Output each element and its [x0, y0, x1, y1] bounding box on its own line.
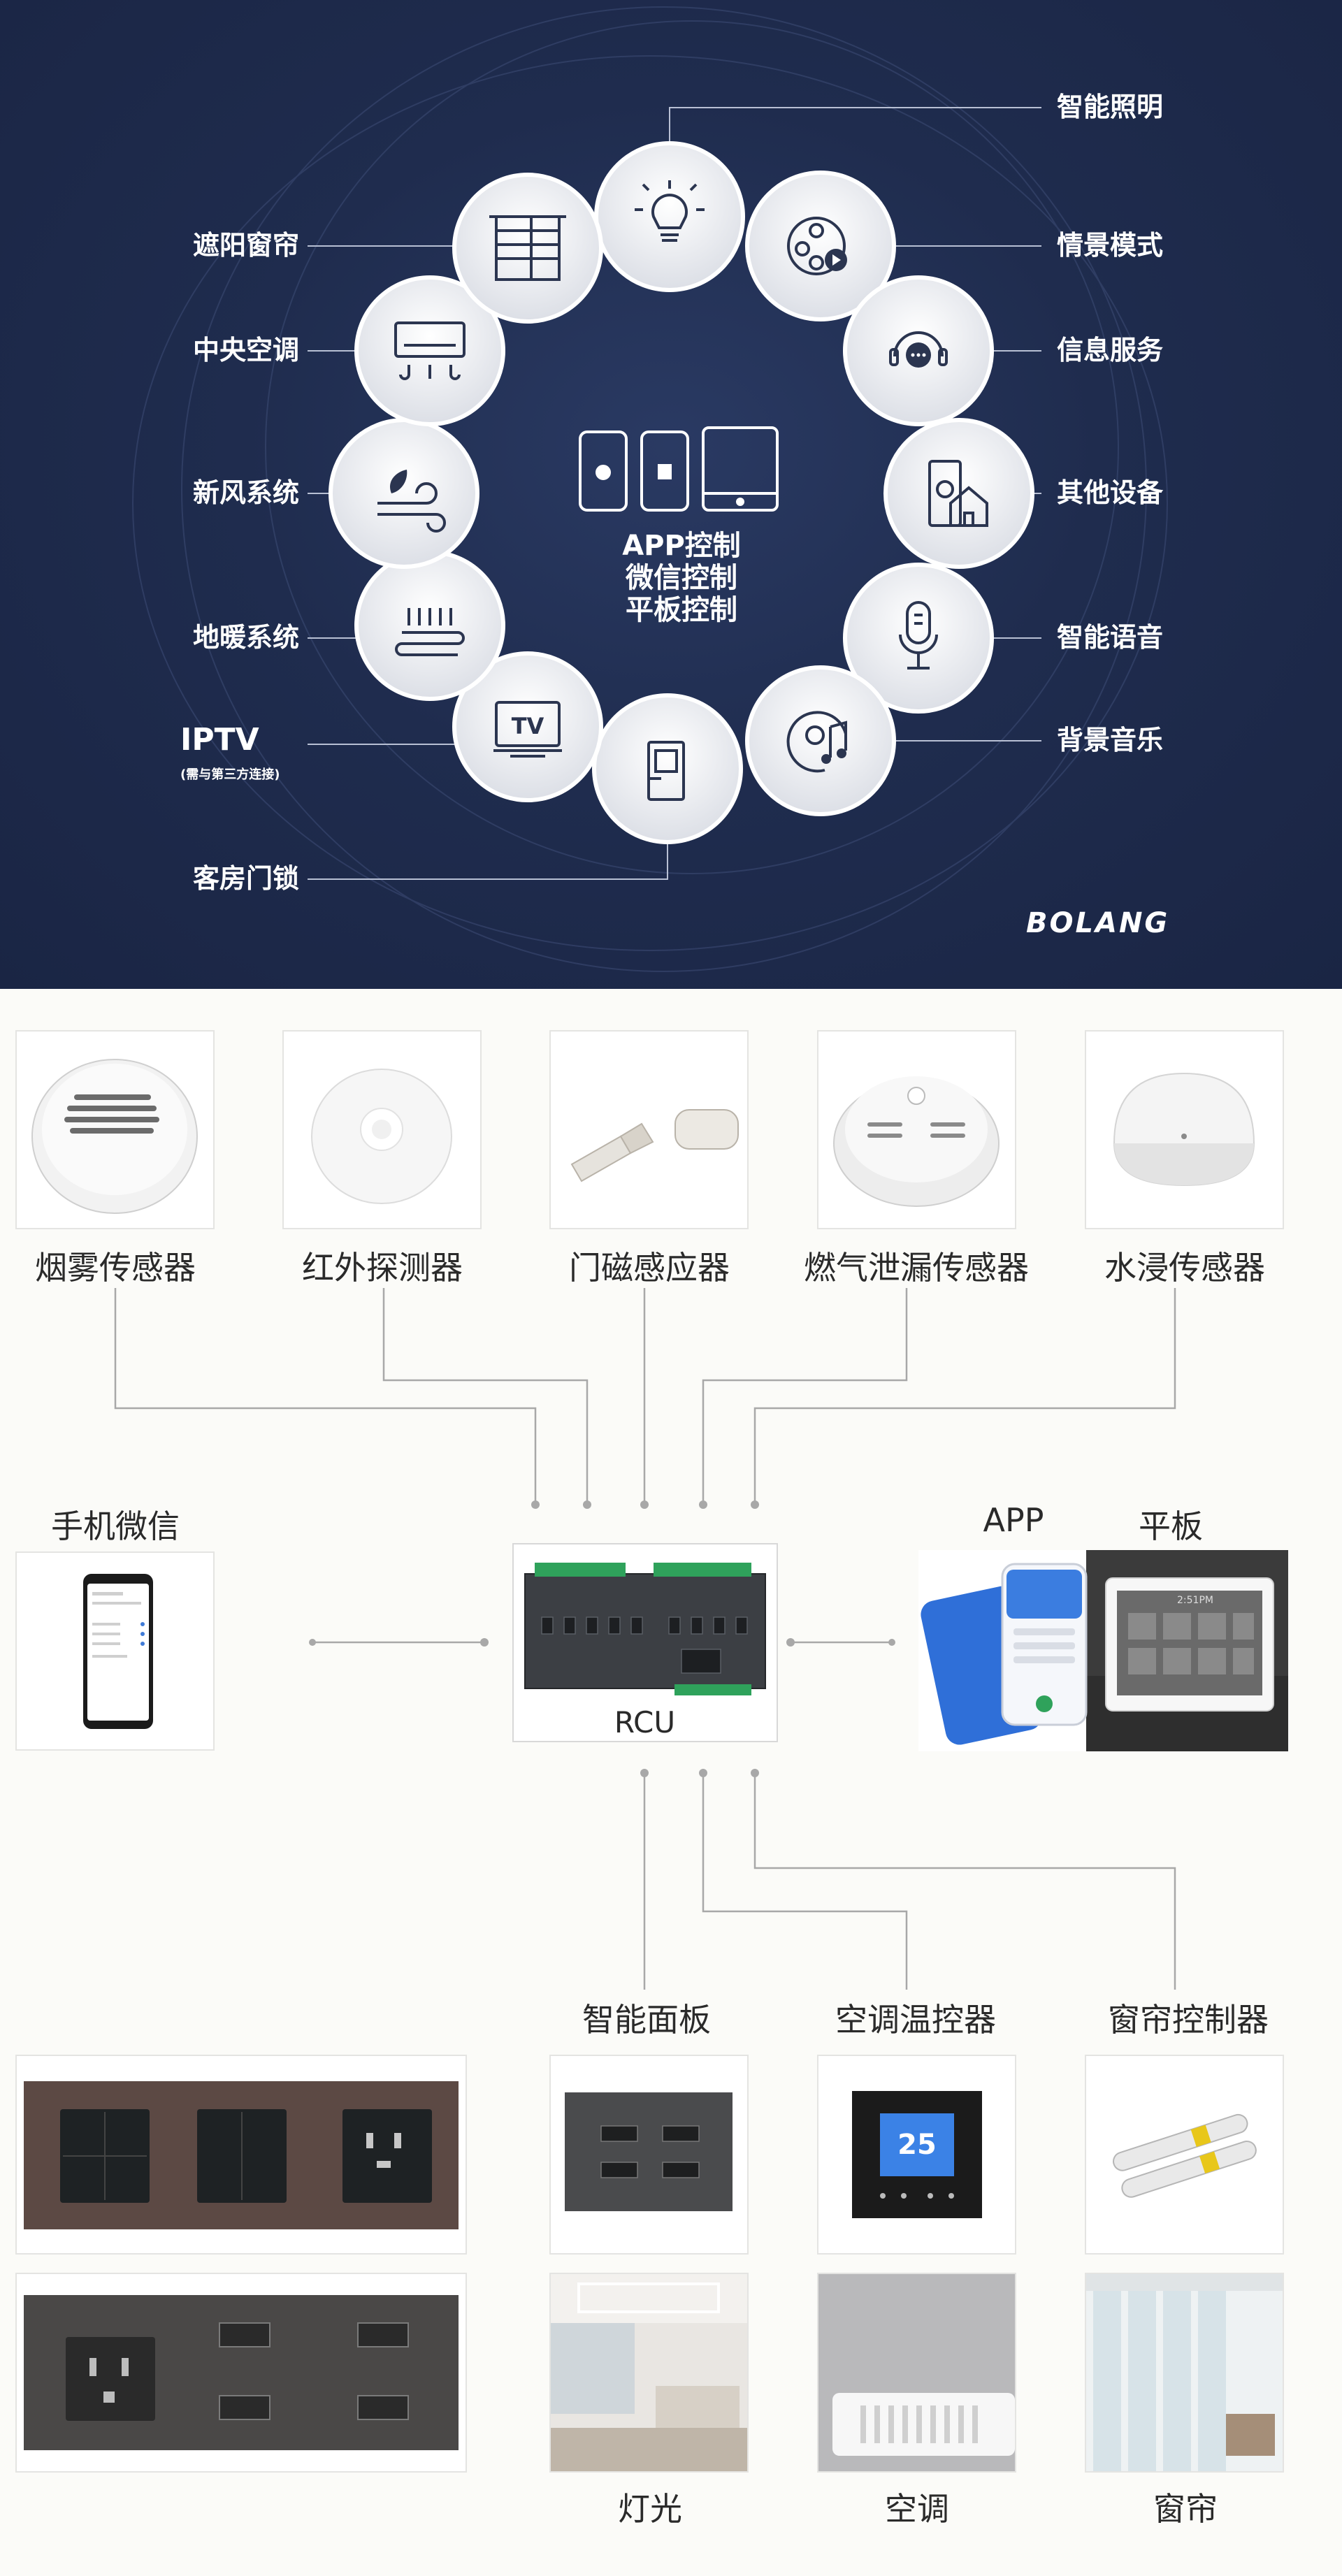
label-curtain: 遮阳窗帘 — [192, 230, 299, 261]
smoke-sensor-image — [15, 1030, 215, 1229]
thermostat-image: 25 — [817, 2055, 1016, 2255]
tablet-screen-time: 2:51PM — [1177, 1595, 1213, 1606]
lighting-room-image — [549, 2273, 749, 2473]
central-ac-icon[interactable] — [354, 275, 505, 426]
label-rcu: RCU — [614, 1705, 676, 1739]
curtain-controller-image — [1085, 2055, 1284, 2255]
label-iptv: IPTV — [180, 722, 259, 758]
switch-panel-image-2 — [15, 2273, 467, 2473]
info-service-icon[interactable] — [843, 275, 994, 426]
label-smart-lighting: 智能照明 — [1057, 92, 1164, 122]
fresh-air-icon[interactable] — [329, 418, 479, 569]
door-lock-icon[interactable] — [592, 693, 743, 844]
label-scene-mode: 情景模式 — [1057, 230, 1164, 261]
phone-image — [15, 1551, 215, 1751]
label-smoke-sensor: 烟雾传感器 — [35, 1249, 196, 1287]
infrared-detector-image — [282, 1030, 482, 1229]
hero-icons: TV — [329, 141, 1034, 844]
tablet-panel-icon: 2:51PM — [1105, 1577, 1274, 1712]
center-line-wechat: 微信控制 — [626, 562, 737, 594]
smart-panel-image — [549, 2055, 749, 2255]
center-line-app: APP控制 — [622, 530, 741, 562]
lighting-icon[interactable] — [594, 141, 745, 292]
curtain-icon[interactable] — [452, 173, 603, 324]
air-conditioner-image — [817, 2273, 1016, 2473]
label-central-ac: 中央空调 — [192, 335, 299, 366]
label-water-sensor: 水浸传感器 — [1104, 1249, 1265, 1287]
center-line-tablet: 平板控制 — [626, 594, 737, 626]
label-door-lock: 客房门锁 — [192, 863, 299, 894]
label-curtains: 窗帘 — [1153, 2490, 1218, 2528]
label-app: APP — [983, 1501, 1044, 1539]
label-iptv-note: (需与第三方连接) — [180, 767, 280, 782]
gas-leak-sensor-image — [817, 1030, 1016, 1229]
label-fresh-air: 新风系统 — [192, 477, 299, 508]
rcu-device — [512, 1543, 778, 1742]
label-background-music: 背景音乐 — [1057, 725, 1164, 755]
background-music-icon[interactable] — [745, 665, 896, 816]
app-phones-icon — [921, 1563, 1088, 1745]
label-smart-voice: 智能语音 — [1057, 622, 1164, 653]
center-devices-icon — [579, 426, 779, 512]
thermostat-readout: 25 — [897, 2129, 937, 2161]
label-gas-leak-sensor: 燃气泄漏传感器 — [804, 1249, 1029, 1287]
floor-heating-icon[interactable] — [354, 550, 505, 701]
label-ac-thermostat: 空调温控器 — [835, 2001, 996, 2039]
curtain-room-image — [1085, 2273, 1284, 2473]
label-air-conditioner: 空调 — [885, 2490, 949, 2528]
svg-text:TV: TV — [512, 713, 544, 739]
hero-section: TV — [0, 0, 1342, 989]
switch-panel-image-1 — [15, 2055, 467, 2255]
label-phone-wechat: 手机微信 — [51, 1507, 180, 1545]
iptv-icon[interactable]: TV — [452, 651, 603, 802]
label-infrared-detector: 红外探测器 — [302, 1249, 463, 1287]
app-tablet-image: 2:51PM — [918, 1550, 1288, 1751]
voice-icon[interactable] — [843, 563, 994, 714]
label-tablet: 平板 — [1139, 1507, 1203, 1545]
label-lighting: 灯光 — [618, 2490, 682, 2528]
brand-logo: BOLANG — [1026, 907, 1170, 939]
connection-lines — [114, 1288, 1176, 1990]
label-curtain-controller: 窗帘控制器 — [1108, 2001, 1269, 2039]
label-door-magnet: 门磁感应器 — [569, 1249, 730, 1287]
label-info-service: 信息服务 — [1057, 335, 1164, 366]
water-sensor-image — [1085, 1030, 1284, 1229]
label-floor-heating: 地暖系统 — [192, 622, 299, 653]
scene-mode-icon[interactable] — [745, 171, 896, 321]
door-magnet-image — [549, 1030, 749, 1229]
label-other-devices: 其他设备 — [1057, 477, 1164, 508]
label-smart-panel: 智能面板 — [582, 2001, 711, 2039]
other-devices-icon[interactable] — [883, 418, 1034, 569]
